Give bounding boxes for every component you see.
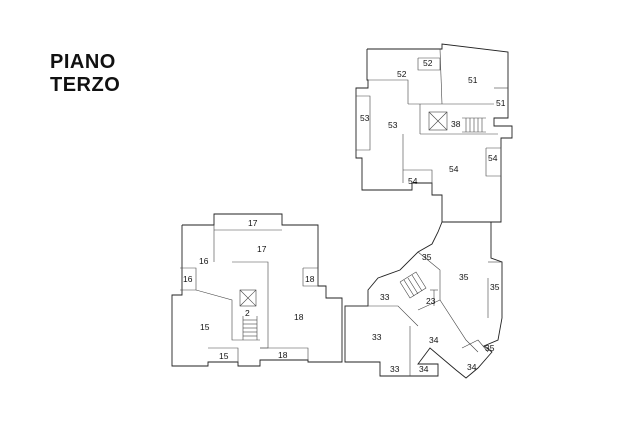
unit-label: 17 xyxy=(248,218,258,228)
unit-label: 34 xyxy=(429,335,439,345)
unit-labels: 52 52 51 51 53 53 38 54 54 54 17 17 16 1… xyxy=(183,58,506,374)
unit-label: 34 xyxy=(419,364,429,374)
unit-label: 52 xyxy=(397,69,407,79)
unit-label: 54 xyxy=(408,176,418,186)
unit-label: 18 xyxy=(278,350,288,360)
floor-title-line-1: PIANO xyxy=(50,51,116,73)
west-elevator xyxy=(239,289,257,307)
southeast-stairs xyxy=(399,271,427,299)
southeast-block-walls xyxy=(344,221,503,379)
unit-label: 54 xyxy=(488,153,498,163)
unit-label: 2 xyxy=(245,308,250,318)
unit-label: 18 xyxy=(294,312,304,322)
unit-label: 33 xyxy=(380,292,390,302)
west-block-walls xyxy=(171,213,343,367)
west-stairs xyxy=(242,316,258,340)
unit-label: 35 xyxy=(490,282,500,292)
unit-label: 15 xyxy=(200,322,210,332)
unit-label: 15 xyxy=(219,351,229,361)
floor-title-line-2: TERZO xyxy=(50,74,121,96)
unit-label: 35 xyxy=(422,252,432,262)
unit-label: 16 xyxy=(199,256,209,266)
unit-label: 38 xyxy=(451,119,461,129)
unit-label: 35 xyxy=(485,343,495,353)
unit-label: 35 xyxy=(459,272,469,282)
unit-label: 53 xyxy=(388,120,398,130)
unit-label: 34 xyxy=(467,362,477,372)
unit-label: 18 xyxy=(305,274,315,284)
unit-label: 51 xyxy=(468,75,478,85)
unit-label: 17 xyxy=(257,244,267,254)
unit-label: 51 xyxy=(496,98,506,108)
unit-label: 53 xyxy=(360,113,370,123)
unit-label: 54 xyxy=(449,164,459,174)
north-elevator xyxy=(428,111,448,131)
unit-label: 16 xyxy=(183,274,193,284)
unit-label: 33 xyxy=(390,364,400,374)
north-block-walls xyxy=(355,43,513,223)
unit-label: 23 xyxy=(426,296,436,306)
north-stairs xyxy=(462,117,486,133)
unit-label: 52 xyxy=(423,58,433,68)
unit-label: 33 xyxy=(372,332,382,342)
